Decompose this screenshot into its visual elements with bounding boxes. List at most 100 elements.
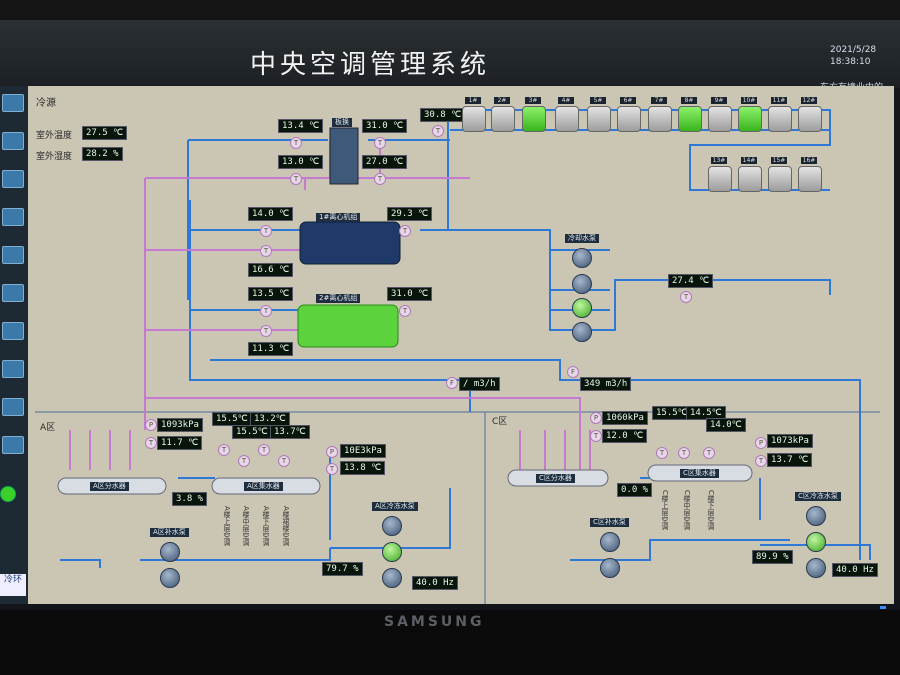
cooling-tower-icon[interactable]	[708, 106, 732, 132]
plate-exchanger-shape	[329, 127, 359, 185]
temp-sensor-icon: T	[290, 137, 302, 149]
nav-button-3[interactable]	[2, 170, 24, 188]
cooling-tower-icon[interactable]	[491, 106, 515, 132]
nav-button-6[interactable]	[2, 284, 24, 302]
flow-1-value: / m3/h	[459, 377, 500, 391]
tower-label: 9#	[711, 97, 727, 104]
nav-button-10[interactable]	[2, 436, 24, 454]
chiller-2-label: 2#离心机组	[316, 294, 361, 303]
zone-a-branch-4: A楼裙楼空调	[282, 506, 290, 546]
chiller-1-temp-left-2: 16.6 ℃	[248, 263, 294, 277]
tower-label: 1#	[465, 97, 481, 104]
temp-sensor-icon: T	[260, 245, 272, 257]
tower-label: 11#	[771, 97, 787, 104]
temp-sensor-icon: T	[260, 225, 272, 237]
cooling-tower-icon[interactable]	[738, 166, 762, 192]
pump-icon[interactable]	[572, 274, 592, 294]
cooling-tower-icon[interactable]	[708, 166, 732, 192]
zone-a-return-pressure: 10E3kPa	[340, 444, 386, 458]
tower-label: 6#	[620, 97, 636, 104]
cooling-tower-icon[interactable]	[587, 106, 611, 132]
temp-sensor-icon: T	[703, 447, 715, 459]
zone-c-chilled-pump-label: C区冷冻水泵	[795, 492, 841, 501]
logo: 冷环	[0, 574, 26, 596]
pump-icon[interactable]	[600, 532, 620, 552]
pump-icon[interactable]	[806, 506, 826, 526]
outdoor-humidity-label: 室外湿度	[36, 152, 73, 162]
temp-sensor-icon: T	[238, 455, 250, 467]
temp-sensor-icon: T	[278, 455, 290, 467]
nav-button-1[interactable]	[2, 94, 24, 112]
pump-icon[interactable]	[160, 542, 180, 562]
nav-button-8[interactable]	[2, 360, 24, 378]
zone-c-label: C区	[492, 417, 508, 427]
exchanger-t2: 13.0 ℃	[278, 155, 324, 169]
zone-a-branch-3: A楼下层空调	[262, 506, 270, 546]
zone-c-return-temp: 13.7 ℃	[767, 453, 813, 467]
temp-sensor-icon: T	[755, 455, 767, 467]
chiller-2-temp-left-1: 13.5 ℃	[248, 287, 294, 301]
cooling-tower-icon[interactable]	[738, 106, 762, 132]
pump-icon[interactable]	[382, 542, 402, 562]
zone-c-return-pressure: 1073kPa	[767, 434, 813, 448]
cooling-tower-icon[interactable]	[522, 106, 546, 132]
zone-c-hz: 40.0 Hz	[832, 563, 878, 577]
header-bar	[0, 20, 900, 88]
tower-label: 15#	[771, 157, 787, 164]
pump-icon[interactable]	[806, 532, 826, 552]
pump-icon[interactable]	[806, 558, 826, 578]
zone-c-pressure: 1060kPa	[602, 411, 648, 425]
zone-a-return-temp: 13.8 ℃	[340, 461, 386, 475]
zone-c-temp: 12.0 ℃	[602, 429, 648, 443]
tower-label: 16#	[801, 157, 817, 164]
tower-label: 14#	[741, 157, 757, 164]
nav-button-9[interactable]	[2, 398, 24, 416]
cooling-tower-icon[interactable]	[768, 106, 792, 132]
zone-a-distributor-label: A区分水器	[90, 482, 129, 491]
pump-icon[interactable]	[600, 558, 620, 578]
zone-a-collector-label: A区集水器	[244, 482, 283, 491]
cooling-tower-icon[interactable]	[555, 106, 579, 132]
nav-button-2[interactable]	[2, 132, 24, 150]
pump-icon[interactable]	[382, 516, 402, 536]
nav-button-4[interactable]	[2, 208, 24, 226]
pipe-cooling-2	[420, 229, 831, 331]
cooling-tower-icon[interactable]	[798, 106, 822, 132]
cooling-pumps-temp: 27.4 ℃	[668, 274, 714, 288]
pressure-sensor-icon: P	[755, 437, 767, 449]
monitor-brand-logo: SAMSUNG	[384, 614, 485, 630]
logo-text: 冷环	[3, 575, 22, 585]
zone-c-makeup-pump-label: C区补水泵	[590, 518, 629, 527]
nav-button-5[interactable]	[2, 246, 24, 264]
zone-a-branch-1: A楼上层空调	[223, 506, 231, 546]
tower-label: 3#	[525, 97, 541, 104]
nav-button-7[interactable]	[2, 322, 24, 340]
section-label: 冷源	[36, 98, 56, 109]
cooling-tower-icon[interactable]	[462, 106, 486, 132]
zone-a-hz: 40.0 Hz	[412, 576, 458, 590]
cooling-tower-icon[interactable]	[798, 166, 822, 192]
exchanger-label: 板换	[332, 118, 352, 127]
pump-icon[interactable]	[572, 322, 592, 342]
cooling-tower-icon[interactable]	[648, 106, 672, 132]
exchanger-t1: 13.4 ℃	[278, 119, 324, 133]
pump-icon[interactable]	[160, 568, 180, 588]
time-text: 18:38:10	[830, 57, 871, 67]
temp-sensor-icon: T	[374, 137, 386, 149]
temp-sensor-icon: T	[399, 305, 411, 317]
chiller-2-temp-left-2: 11.3 ℃	[248, 342, 294, 356]
zone-c-branch-2: C楼中层空调	[683, 490, 691, 530]
exchanger-t4: 27.0 ℃	[362, 155, 408, 169]
zone-c-distributor-label: C区分水器	[536, 474, 575, 483]
zone-a-temp-2: 15.5℃	[232, 425, 272, 439]
pump-icon[interactable]	[382, 568, 402, 588]
temp-sensor-icon: T	[678, 447, 690, 459]
pump-icon[interactable]	[572, 298, 592, 318]
cooling-tower-icon[interactable]	[678, 106, 702, 132]
cooling-tower-icon[interactable]	[617, 106, 641, 132]
zone-c-branch-3: C楼下层空调	[707, 490, 715, 530]
pump-icon[interactable]	[572, 248, 592, 268]
cooling-tower-icon[interactable]	[768, 166, 792, 192]
